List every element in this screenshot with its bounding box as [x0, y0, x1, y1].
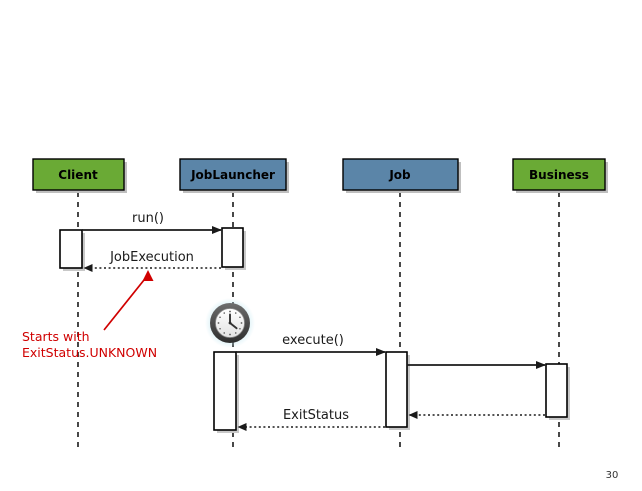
participant-business-label: Business [529, 168, 589, 182]
participant-business-box[interactable] [512, 158, 606, 191]
participant-business[interactable]: Business [512, 158, 608, 193]
participant-joblauncher-label: JobLauncher [190, 168, 275, 182]
activation-joblauncher-lower [213, 351, 237, 431]
note-exitstatus-unknown: Starts with ExitStatus.UNKNOWN [22, 270, 157, 360]
message-execute-label: execute() [282, 333, 344, 348]
activation-client [59, 229, 83, 269]
participant-job-box[interactable] [342, 158, 459, 191]
message-exitstatus: ExitStatus [237, 408, 385, 431]
message-exitstatus-label: ExitStatus [283, 408, 349, 423]
participant-headers: Client JobLauncher Job Business [32, 158, 608, 193]
message-jobexecution: JobExecution [83, 250, 221, 272]
participant-joblauncher-box[interactable] [179, 158, 287, 191]
message-run-label: run() [132, 211, 164, 226]
activation-bars [59, 227, 570, 433]
activation-business [545, 363, 568, 418]
message-jobexecution-label: JobExecution [109, 250, 194, 265]
activation-job [385, 351, 408, 428]
participant-client[interactable]: Client [32, 158, 127, 193]
activation-joblauncher-upper [221, 227, 244, 268]
participant-job[interactable]: Job [342, 158, 461, 193]
note-line-1: Starts with [22, 329, 90, 344]
message-execute: execute() [236, 333, 386, 356]
participant-client-label: Client [58, 168, 98, 182]
page-number: 30 [606, 470, 619, 481]
message-run: run() [82, 211, 222, 234]
participant-joblauncher[interactable]: JobLauncher [179, 158, 289, 193]
note-leader-line [103, 274, 149, 331]
note-line-2: ExitStatus.UNKNOWN [22, 345, 157, 360]
clock-icon [205, 298, 255, 348]
participant-job-label: Job [388, 168, 411, 182]
note-arrowhead-icon [142, 270, 154, 281]
participant-client-box[interactable] [32, 158, 125, 191]
